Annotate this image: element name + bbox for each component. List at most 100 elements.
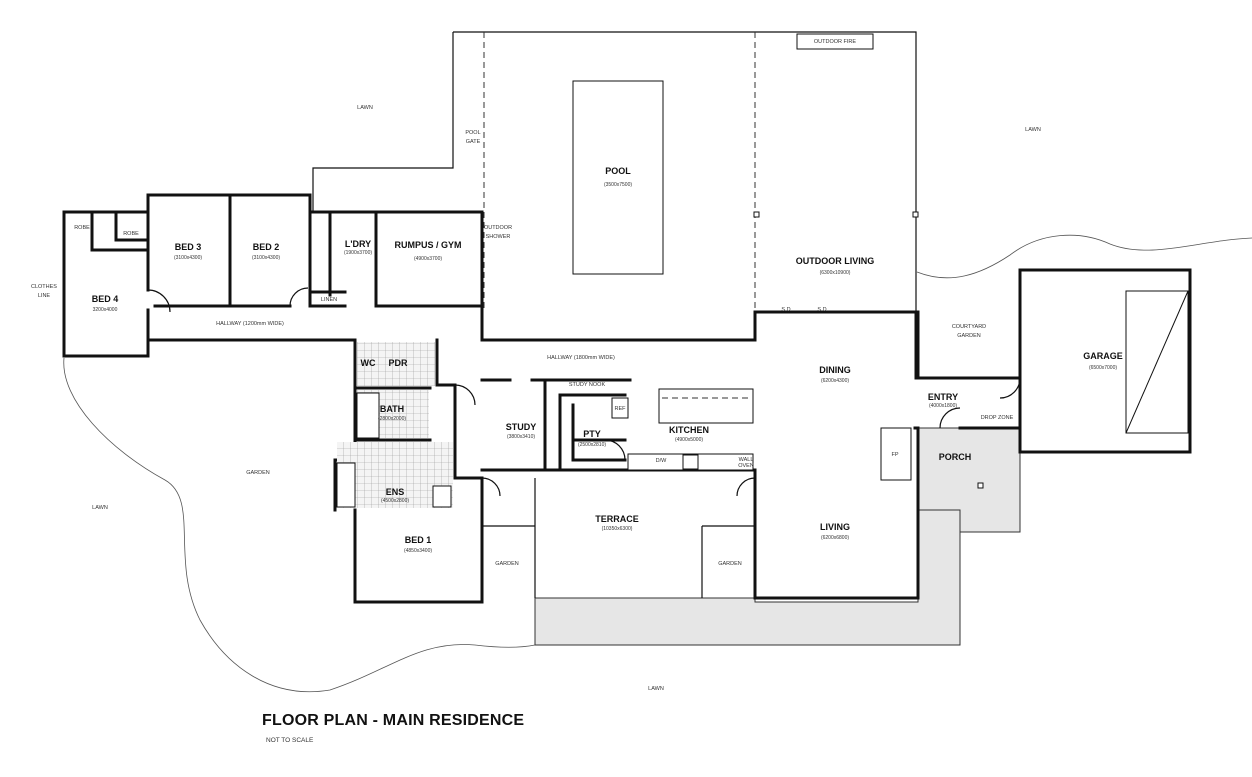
- lawn-label-east: LAWN: [1025, 127, 1041, 133]
- ens-dim: (4500x2800): [381, 498, 409, 504]
- pantry-dim: (2500x2810): [578, 442, 606, 448]
- cooktop: [682, 454, 699, 470]
- outdoor-living-dim: (6300x10900): [820, 270, 851, 276]
- rumpus-dim: (4900x3700): [414, 256, 442, 262]
- lawn-label-west: LAWN: [92, 505, 108, 511]
- clothes-line-label-2: LINE: [38, 293, 51, 299]
- wc-label: WC: [361, 358, 376, 368]
- door-bed2: [289, 287, 309, 307]
- entry-walls: [958, 408, 1022, 430]
- bath-dim: (2800x2000): [378, 416, 406, 422]
- pdr-label: PDR: [388, 358, 408, 368]
- linen-label: LINEN: [321, 297, 337, 303]
- dw-label: D/W: [656, 458, 668, 464]
- bed2-dim: (3100x4300): [252, 255, 280, 261]
- living-label: LIVING: [820, 522, 850, 532]
- fridge: [611, 397, 629, 419]
- garage-dim: (6500x7000): [1089, 365, 1117, 371]
- sd-label-2: S.D: [817, 307, 826, 313]
- door-pantry: [604, 439, 626, 461]
- ens-shower: [336, 462, 356, 508]
- door-terrace-2: [736, 477, 756, 497]
- car-space-diagonal: [1125, 290, 1189, 434]
- ens-vanity: [432, 485, 452, 508]
- garden-label-terrace-right: GARDEN: [718, 561, 742, 567]
- study-dim: (3800x3410): [507, 434, 535, 440]
- wall-oven-label-1: WALL: [739, 457, 754, 463]
- drop-zone-label: DROP ZONE: [981, 415, 1014, 421]
- clothes-line-label-1: CLOTHES: [31, 284, 57, 290]
- kitchen-label: KITCHEN: [669, 425, 709, 435]
- garden-label-terrace-left: GARDEN: [495, 561, 519, 567]
- pool-outline: [572, 80, 664, 275]
- living-dim: (6200x6800): [821, 535, 849, 541]
- door-bed1-robe: [454, 384, 476, 406]
- bed4-dim: 3200x4000: [93, 307, 118, 313]
- hallway-1200-label: HALLWAY (1200mm WIDE): [216, 321, 284, 327]
- wall-oven-label-2: OVEN: [738, 463, 754, 469]
- robe-label-bed4: ROBE: [74, 225, 90, 231]
- post-marker: [753, 211, 760, 218]
- ens-label: ENS: [386, 487, 405, 497]
- bed3-label: BED 3: [175, 242, 202, 252]
- bed3-dim: (3100x4300): [174, 255, 202, 261]
- pdr-floor: [357, 342, 435, 386]
- pool-enclosure: [312, 31, 917, 312]
- garage-label: GARAGE: [1083, 351, 1123, 361]
- plan-title: FLOOR PLAN - MAIN RESIDENCE: [262, 712, 525, 729]
- bedrooms-walls: [146, 193, 484, 342]
- door-garage: [999, 377, 1021, 399]
- study-kitchen-walls: [480, 378, 757, 472]
- garden-label-west: GARDEN: [246, 470, 270, 476]
- porch-label: PORCH: [939, 452, 972, 462]
- outdoor-living-label: OUTDOOR LIVING: [796, 256, 875, 266]
- outdoor-shower-label-2: SHOWER: [486, 234, 511, 240]
- outdoor-shower-label-1: OUTDOOR: [484, 225, 512, 231]
- hallway-1800-label: HALLWAY (1800mm WIDE): [547, 355, 615, 361]
- bed1-dim: (4850x3400): [404, 548, 432, 554]
- pool-label: POOL: [605, 166, 631, 176]
- laundry-walls: [311, 210, 484, 308]
- door-entry: [939, 407, 961, 429]
- bathtub: [356, 392, 380, 439]
- laundry-label: L'DRY: [345, 239, 371, 249]
- car-space: [1125, 290, 1189, 434]
- robe-label-bed3: ROBE: [123, 231, 139, 237]
- bed1-label: BED 1: [405, 535, 432, 545]
- dining-dim: (6200x4300): [821, 378, 849, 384]
- study-label: STUDY: [506, 422, 537, 432]
- entry-label: ENTRY: [928, 392, 958, 402]
- garden-boundary-left: [63, 357, 536, 693]
- kitchen-dim: (4900x5000): [675, 437, 703, 443]
- courtyard-garden-label-2: GARDEN: [957, 333, 981, 339]
- study-nook-label: STUDY NOOK: [569, 382, 606, 388]
- terrace-walls: [482, 478, 755, 598]
- kitchen-island: [658, 388, 754, 424]
- terrace-dim: (10350x6300): [602, 526, 633, 532]
- ref-label: REF: [615, 406, 627, 412]
- pool-dim: (3500x7500): [604, 182, 632, 188]
- door-terrace-1: [481, 477, 501, 497]
- bed4-walls: [62, 193, 150, 358]
- bed2-label: BED 2: [253, 242, 280, 252]
- dining-label: DINING: [819, 365, 851, 375]
- garage-walls: [993, 268, 1192, 454]
- lawn-label-south: LAWN: [648, 686, 664, 692]
- terrace-label: TERRACE: [595, 514, 639, 524]
- post-marker: [912, 211, 919, 218]
- sd-label-1: S.D: [781, 307, 790, 313]
- pantry-label: PTY: [583, 429, 601, 439]
- fp-label: FP: [891, 452, 898, 458]
- lawn-label-north: LAWN: [357, 105, 373, 111]
- outdoor-fire-box: [796, 33, 874, 50]
- courtyard-garden-label-1: COURTYARD: [952, 324, 986, 330]
- entry-dim: (4000x1800): [929, 403, 957, 409]
- pool-gate-label-2: GATE: [466, 139, 481, 145]
- pool-gate-label-1: POOL: [465, 130, 480, 136]
- plan-subtitle: NOT TO SCALE: [266, 737, 314, 744]
- fireplace: [880, 427, 912, 481]
- outdoor-fire-label: OUTDOOR FIRE: [814, 39, 856, 45]
- garden-boundary-right: [916, 234, 1252, 279]
- bed4-label: BED 4: [92, 294, 119, 304]
